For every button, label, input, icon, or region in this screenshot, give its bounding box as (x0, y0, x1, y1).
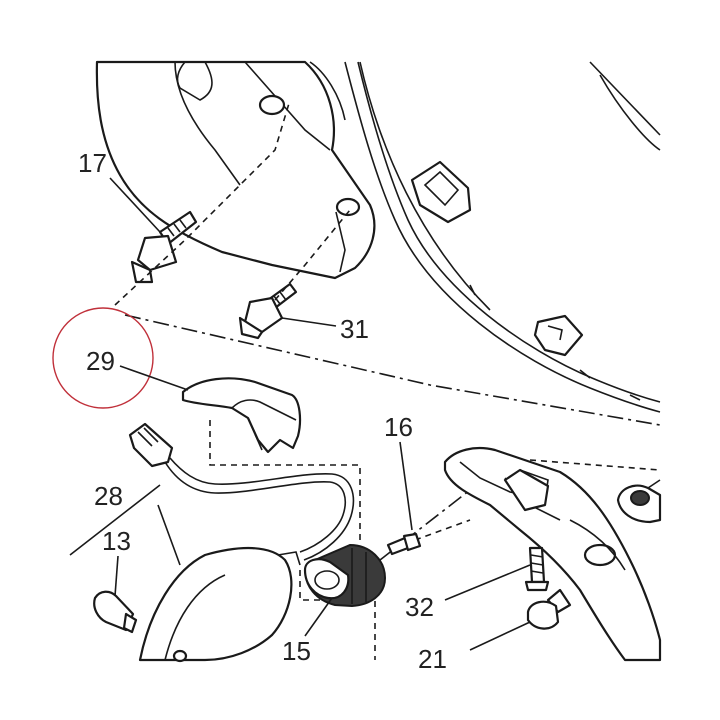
screw-21 (526, 588, 572, 630)
lamp-body-28 (138, 547, 301, 663)
leader-17 (109, 177, 161, 233)
axis-line-lower (379, 489, 471, 561)
label-13: 13 (102, 526, 131, 556)
upper-bracket-housing (95, 60, 376, 280)
assembly-line-17 (114, 99, 291, 306)
axis-line-upper (124, 314, 661, 426)
label-31: 31 (340, 314, 369, 344)
label-15: 15 (282, 636, 311, 666)
leader-32 (444, 564, 531, 601)
leader-28 (157, 504, 181, 566)
screw-32 (524, 546, 550, 592)
leader-28-bracket (69, 484, 161, 556)
leader-15 (304, 597, 333, 637)
label-28: 28 (94, 481, 123, 511)
label-21: 21 (418, 644, 447, 674)
label-29: 29 (86, 346, 115, 376)
assembly-line-cover (209, 420, 361, 545)
bolt-31 (238, 282, 298, 340)
assembly-line-screw-16 (414, 519, 471, 541)
highlight-circle (52, 307, 154, 409)
cover-29 (181, 377, 302, 454)
leader-31 (281, 317, 337, 327)
connector-cable (128, 422, 355, 561)
leader-21 (469, 621, 531, 651)
bulb-13 (93, 590, 138, 634)
leader-16 (399, 441, 413, 531)
label-17: 17 (78, 148, 107, 178)
assembly-line-31 (274, 209, 351, 301)
bolt-17 (130, 210, 198, 284)
leader-13 (114, 555, 119, 597)
grommet (616, 484, 662, 524)
side-panel (344, 61, 661, 413)
right-bracket (443, 446, 662, 662)
screw-16 (386, 532, 422, 556)
label-16: 16 (384, 412, 413, 442)
label-32: 32 (405, 592, 434, 622)
leader-29 (119, 365, 189, 391)
bushing-15 (303, 543, 387, 608)
